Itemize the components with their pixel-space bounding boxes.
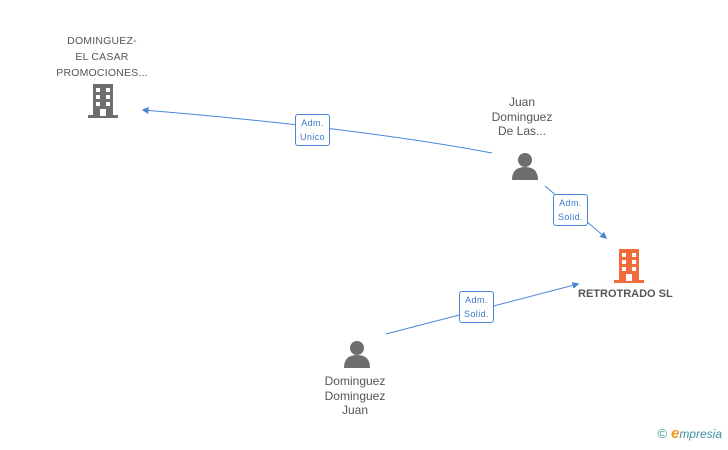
edge-adm-unico — [141, 106, 493, 154]
person-icon[interactable] — [510, 151, 540, 181]
empresia-logo: empresia — [671, 425, 722, 442]
person-icon[interactable] — [342, 339, 372, 369]
person-node-label[interactable]: Dominguez Dominguez Juan — [300, 374, 410, 418]
company-label-line: EL CASAR — [75, 51, 129, 63]
edge-tag-line: Unico — [300, 132, 326, 142]
logo-rest: mpresia — [679, 427, 722, 441]
person-label-line: De Las... — [497, 124, 547, 138]
company-node-label[interactable]: DOMINGUEZ- EL CASAR PROMOCIONES... — [32, 33, 172, 81]
copyright-symbol: © — [657, 426, 667, 441]
edge-tag-line: Adm. — [301, 118, 324, 128]
edge-tag-line: Solid. — [464, 309, 489, 319]
person-node-label[interactable]: Juan Dominguez De Las... — [467, 95, 577, 139]
person-label-line: Dominguez — [491, 109, 553, 124]
main-company-label[interactable]: RETROTRADO SL — [578, 288, 673, 300]
edge-tag-line: Solid. — [558, 212, 583, 222]
edge-tag-line: Adm. — [465, 295, 488, 305]
company-label-line: PROMOCIONES... — [56, 67, 148, 79]
person-label-line: Dominguez — [324, 388, 386, 403]
person-label-line: Juan — [341, 403, 369, 417]
edge-role-tag[interactable]: Adm. Solid. — [553, 194, 588, 226]
person-label-line: Juan — [508, 95, 536, 109]
edge-tag-line: Adm. — [559, 198, 582, 208]
person-label-line: Dominguez — [324, 374, 386, 388]
empresia-brand[interactable]: © empresia — [657, 425, 722, 442]
logo-e: e — [670, 425, 680, 442]
building-icon[interactable] — [87, 83, 119, 119]
building-icon[interactable] — [613, 248, 645, 284]
edge-role-tag[interactable]: Adm. Unico — [295, 114, 331, 146]
company-label-line: DOMINGUEZ- — [67, 35, 137, 47]
edge-role-tag[interactable]: Adm. Solid. — [459, 291, 494, 323]
